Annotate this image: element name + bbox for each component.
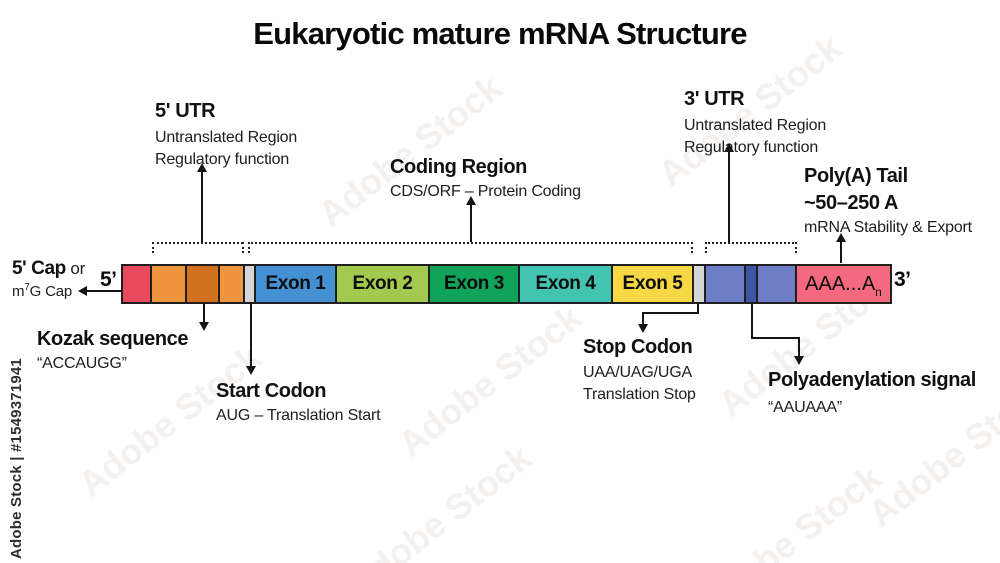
stop-codon-label: Stop Codon UAA/UAG/UGA Translation Stop	[583, 336, 696, 403]
start-codon-arrowhead-icon	[246, 366, 256, 375]
kozak-arrowhead-icon	[199, 322, 209, 331]
segment-utr5-b	[220, 266, 245, 302]
stop-codon-connector	[697, 303, 699, 314]
three-utr-arrowhead-icon	[724, 143, 734, 152]
five-utr-arrow-line	[201, 170, 203, 242]
five-prime-end-label: 5’	[100, 268, 117, 291]
kozak-heading: Kozak sequence	[37, 328, 189, 350]
three-prime-end-label: 3’	[894, 268, 911, 291]
five-utr-bracket	[152, 242, 243, 244]
adobe-stock-watermark: Adobe Stock	[390, 296, 590, 465]
three-utr-line1: Untranslated Region	[684, 117, 827, 134]
mrna-bar: Exon 1 Exon 2 Exon 3 Exon 4 Exon 5 AAA..…	[121, 264, 892, 304]
five-utr-heading: 5' UTR	[155, 100, 216, 122]
coding-region-arrowhead-icon	[466, 196, 476, 205]
stop-codon-heading: Stop Codon	[583, 336, 693, 358]
three-utr-bracket	[705, 242, 797, 244]
segment-start-codon	[245, 266, 256, 302]
exon-5-label: Exon 5	[622, 273, 683, 294]
coding-region-heading: Coding Region	[390, 156, 527, 178]
polyadenylation-connector	[798, 337, 800, 358]
bracket-tick	[795, 242, 797, 253]
five-utr-label: 5' UTR Untranslated Region Regulatory fu…	[155, 100, 297, 168]
polyadenylation-connector	[751, 303, 753, 339]
page-title: Eukaryotic mature mRNA Structure	[253, 16, 747, 51]
polya-tail-label: Poly(A) Tail ~50–250 A mRNA Stability & …	[804, 165, 972, 237]
three-utr-line2: Regulatory function	[684, 138, 819, 156]
segment-five-prime-cap	[123, 266, 152, 302]
polya-tail-arrowhead-icon	[836, 233, 846, 242]
polya-tail-line1: mRNA Stability & Export	[804, 219, 972, 236]
adobe-stock-id-watermark: Adobe Stock | #1549371941	[8, 358, 25, 559]
segment-stop-codon	[694, 266, 706, 302]
start-codon-arrow-line	[250, 303, 252, 368]
stop-codon-connector	[642, 312, 699, 314]
coding-region-line1: CDS/ORF – Protein Coding	[390, 183, 581, 200]
kozak-arrow-line	[203, 303, 205, 324]
coding-region-bracket	[248, 242, 693, 244]
polyadenylation-arrowhead-icon	[794, 356, 804, 365]
bracket-tick	[242, 242, 244, 253]
polya-tail-heading2: ~50–250 A	[804, 192, 899, 214]
exon-3-label: Exon 3	[444, 273, 504, 294]
start-codon-label: Start Codon AUG – Translation Start	[216, 380, 381, 425]
polyadenylation-line1: “AAUAAA”	[768, 399, 842, 416]
segment-polya-signal	[746, 266, 758, 302]
stop-codon-connector	[642, 312, 644, 326]
segment-kozak	[187, 266, 220, 302]
coding-region-label: Coding Region CDS/ORF – Protein Coding	[390, 156, 581, 201]
kozak-line1: “ACCAUGG”	[37, 355, 127, 372]
segment-exon-5: Exon 5	[613, 266, 694, 302]
polya-tail-heading: Poly(A) Tail	[804, 165, 908, 187]
segment-exon-2: Exon 2	[337, 266, 430, 302]
polya-tail-aaa-label: AAA...A	[805, 272, 876, 295]
stop-codon-arrowhead-icon	[638, 324, 648, 333]
bracket-tick	[691, 242, 693, 253]
five-utr-line1: Untranslated Region	[155, 129, 298, 146]
segment-utr5-a	[152, 266, 187, 302]
bracket-tick	[248, 242, 250, 253]
five-utr-arrowhead-icon	[197, 163, 207, 172]
stop-codon-line2: Translation Stop	[583, 385, 696, 403]
segment-exon-3: Exon 3	[430, 266, 520, 302]
three-utr-label: 3' UTR Untranslated Region Regulatory fu…	[684, 88, 826, 156]
start-codon-line1: AUG – Translation Start	[216, 407, 381, 424]
polyadenylation-connector	[751, 337, 800, 339]
m7g-cap-line: m7G Cap	[12, 281, 73, 300]
adobe-stock-watermark: Adobe Stock	[690, 456, 890, 563]
segment-exon-1: Exon 1	[256, 266, 337, 302]
polyadenylation-heading: Polyadenylation signal	[768, 369, 976, 391]
exon-4-label: Exon 4	[535, 273, 596, 294]
five-cap-bold: 5' Cap	[12, 258, 66, 279]
five-cap-arrow-line	[86, 290, 122, 292]
five-cap-arrowhead-icon	[78, 286, 87, 296]
segment-exon-4: Exon 4	[520, 266, 613, 302]
five-cap-label: 5' Cap or m7G Cap	[12, 258, 86, 300]
adobe-stock-watermark: Adobe Stock	[310, 66, 510, 235]
stop-codon-line1: UAA/UAG/UGA	[583, 364, 692, 381]
polya-tail-sub-n: n	[875, 285, 882, 299]
five-utr-line2: Regulatory function	[155, 150, 290, 168]
exon-2-label: Exon 2	[352, 273, 413, 294]
bracket-tick	[705, 242, 707, 253]
coding-region-arrow-line	[470, 203, 472, 242]
kozak-label: Kozak sequence “ACCAUGG”	[37, 328, 189, 373]
adobe-stock-watermark: Adobe Stock	[340, 436, 540, 563]
segment-utr3-b	[758, 266, 797, 302]
segment-utr3-a	[706, 266, 746, 302]
five-cap-or: or	[65, 259, 86, 278]
three-utr-heading: 3' UTR	[684, 88, 745, 110]
three-utr-arrow-line	[728, 150, 730, 242]
polya-tail-arrow-line	[840, 240, 842, 263]
polyadenylation-label: Polyadenylation signal “AAUAAA”	[768, 369, 976, 417]
exon-1-label: Exon 1	[265, 273, 326, 294]
bracket-tick	[152, 242, 154, 253]
start-codon-heading: Start Codon	[216, 380, 327, 402]
